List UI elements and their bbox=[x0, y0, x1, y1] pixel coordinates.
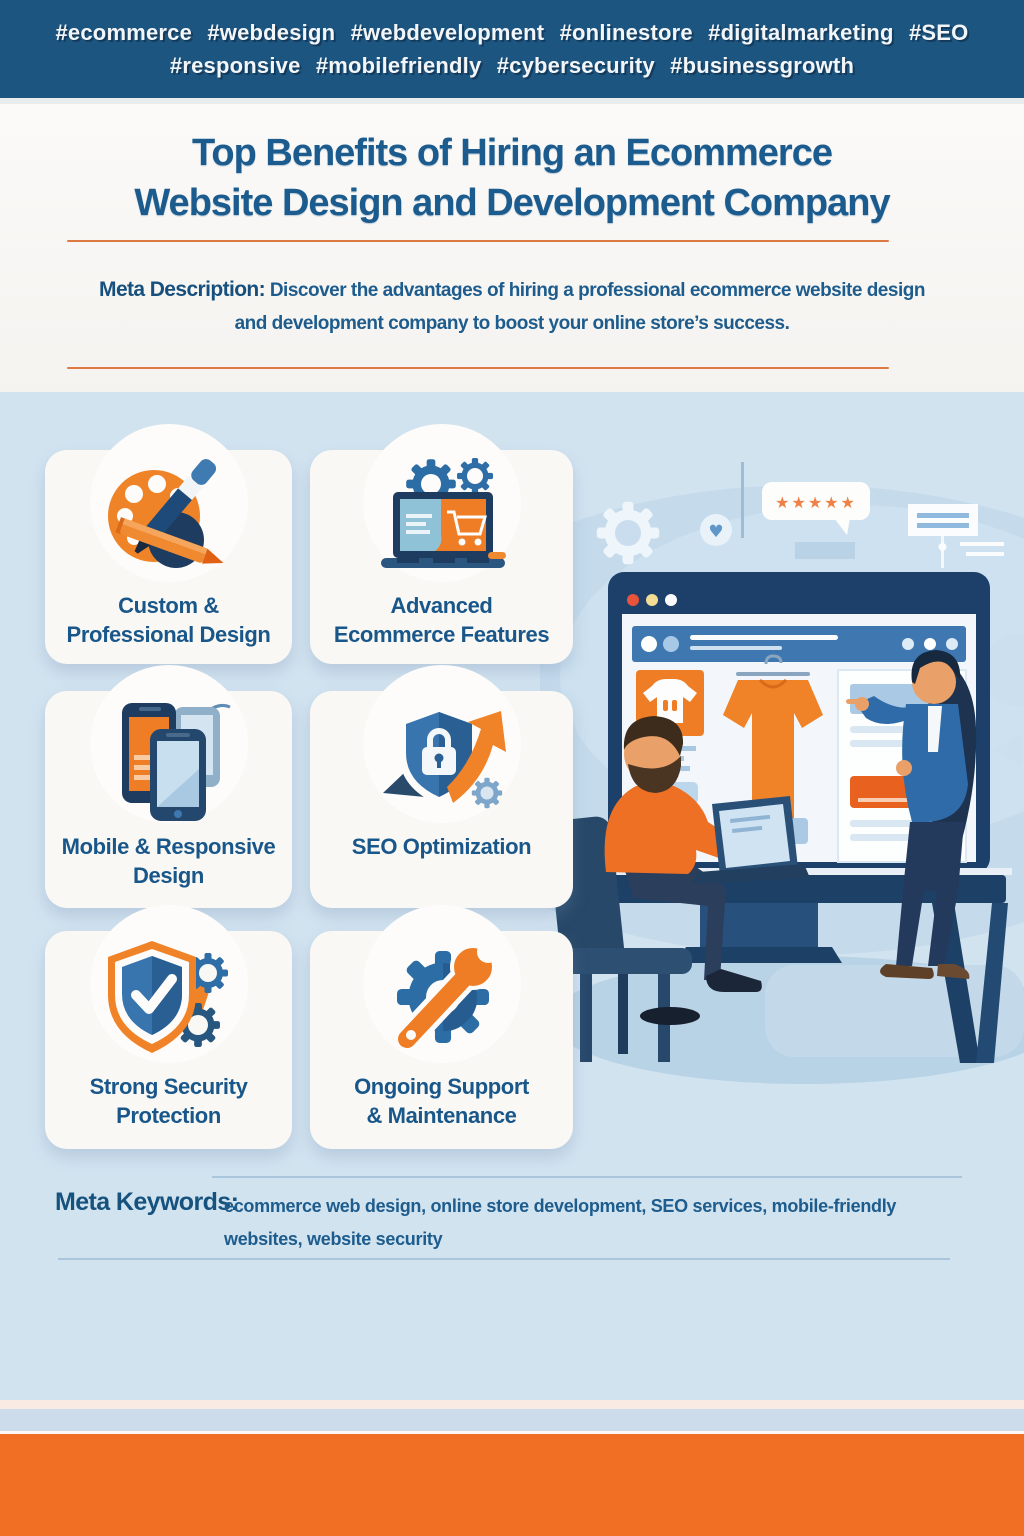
meta-keywords-text: ecommerce web design, online store devel… bbox=[224, 1196, 897, 1250]
gear-decor-icon bbox=[596, 501, 660, 565]
window-dot-white bbox=[665, 594, 677, 606]
benefit-card-ecommerce-features: Advanced Ecommerce Features bbox=[310, 450, 573, 664]
benefit-card-responsive-design: Mobile & Responsive Design bbox=[45, 691, 292, 908]
keywords-divider-bottom bbox=[58, 1258, 950, 1260]
decor-line bbox=[741, 462, 744, 538]
meta-description-label: Meta Description: bbox=[99, 278, 266, 301]
hashtag-line-2: #responsive #mobilefriendly #cybersecuri… bbox=[169, 52, 855, 78]
laptop-cart-gears-icon bbox=[380, 458, 506, 568]
header-section: Top Benefits of Hiring an Ecommerce Webs… bbox=[0, 104, 1024, 392]
meta-keywords-label: Meta Keywords: bbox=[55, 1188, 239, 1216]
divider-line-top bbox=[67, 240, 889, 242]
sign-board bbox=[908, 504, 1004, 568]
benefit-card-custom-design: Custom & Professional Design bbox=[45, 450, 292, 664]
divider-line-bottom bbox=[67, 367, 889, 369]
five-star-icons: ★★★★★ bbox=[775, 493, 857, 512]
page-title: Top Benefits of Hiring an Ecommerce Webs… bbox=[134, 132, 890, 225]
benefit-label: Custom & Professional Design bbox=[66, 593, 271, 647]
heart-bubble-icon: ♥ bbox=[700, 514, 732, 546]
svg-text:♥: ♥ bbox=[708, 522, 723, 542]
gear-wrench-icon bbox=[392, 941, 499, 1053]
bottom-stripe-white bbox=[0, 1431, 1024, 1434]
benefit-label: Advanced Ecommerce Features bbox=[333, 593, 550, 647]
wrench-icon bbox=[392, 941, 499, 1053]
window-dot-yellow bbox=[646, 594, 658, 606]
benefit-label: SEO Optimization bbox=[351, 834, 532, 859]
bottom-stripe-blue bbox=[0, 1409, 1024, 1431]
hashtag-line-1: #ecommerce #webdesign #webdevelopment #o… bbox=[55, 19, 969, 45]
shield-check-gears-icon bbox=[107, 941, 228, 1053]
presenter-woman bbox=[846, 650, 977, 979]
footer-orange-band bbox=[0, 1434, 1024, 1536]
laptop bbox=[692, 796, 810, 884]
hashtag-banner: #ecommerce #webdesign #webdevelopment #o… bbox=[0, 0, 1024, 98]
bottom-stripe-cream bbox=[0, 1400, 1024, 1409]
palette-and-pen-icon bbox=[107, 459, 223, 568]
website-navbar bbox=[632, 626, 966, 662]
benefit-label: Mobile & Responsive Design bbox=[61, 834, 276, 888]
banner-divider bbox=[0, 98, 1024, 104]
benefit-label: Strong Security Protection bbox=[89, 1074, 248, 1128]
window-dot-red bbox=[627, 594, 639, 606]
benefit-label: Ongoing Support & Maintenance bbox=[354, 1074, 529, 1128]
keywords-divider-top bbox=[212, 1176, 962, 1178]
five-star-rating-bubble: ★★★★★ bbox=[762, 482, 870, 535]
ecommerce-team-illustration: ♥ ★★★★★ bbox=[540, 462, 1024, 1084]
tshirt-product bbox=[723, 654, 823, 856]
benefit-card-security: Strong Security Protection bbox=[45, 931, 292, 1149]
meta-description-text: Discover the advantages of hiring a prof… bbox=[234, 280, 926, 334]
benefit-card-support: Ongoing Support & Maintenance bbox=[310, 931, 573, 1149]
meta-description: Meta Description: Discover the advantage… bbox=[52, 272, 972, 340]
shield-lock-growth-arrow-icon bbox=[382, 705, 506, 809]
benefit-card-seo: SEO Optimization bbox=[310, 691, 573, 908]
mobile-phones-icon bbox=[121, 703, 231, 821]
